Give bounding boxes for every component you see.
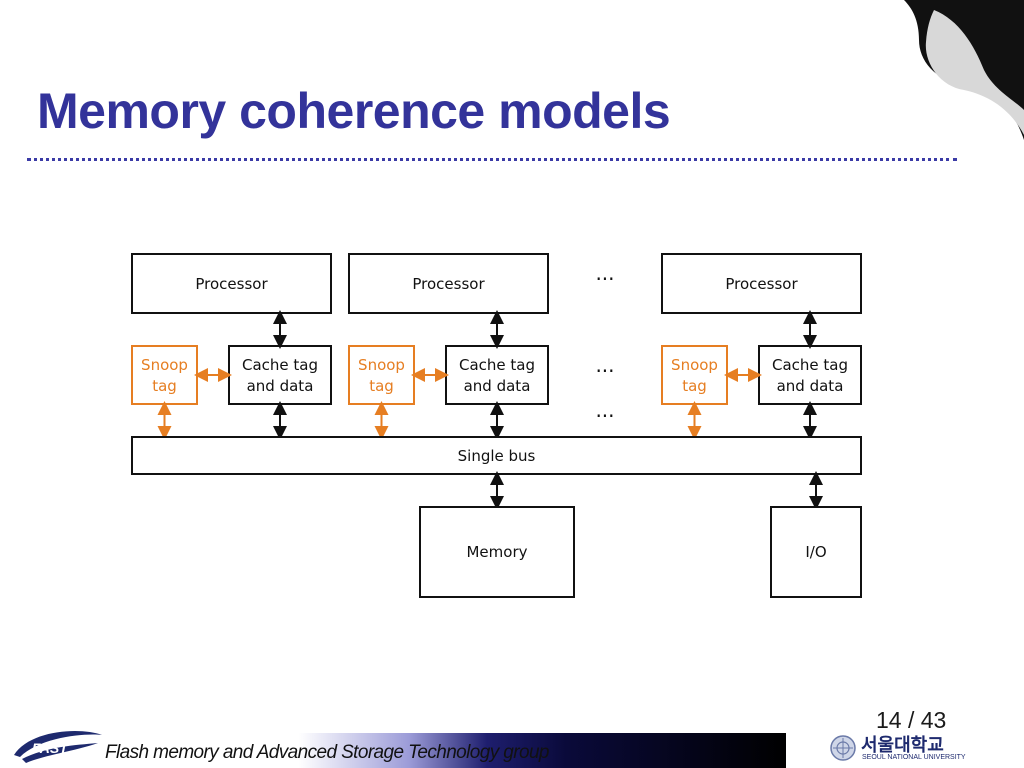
snoop-tag-label-line2: tag bbox=[682, 377, 707, 395]
snoop-tag-label-line1: Snoop bbox=[358, 356, 405, 374]
cache-label-line1: Cache tag bbox=[459, 356, 535, 374]
processor-label: Processor bbox=[725, 275, 798, 293]
processor-box bbox=[348, 253, 549, 314]
processor-box bbox=[131, 253, 332, 314]
processor-node: Processor Snoop tag Cache tag and data bbox=[661, 253, 862, 440]
group-name: Flash memory and Advanced Storage Techno… bbox=[105, 742, 549, 763]
footer-band bbox=[0, 733, 786, 768]
cache-label-line2: and data bbox=[247, 377, 314, 395]
snoop-tag-label-line1: Snoop bbox=[141, 356, 188, 374]
processor-label: Processor bbox=[412, 275, 485, 293]
university-emblem-icon bbox=[830, 735, 856, 761]
title-divider bbox=[27, 158, 957, 161]
snoop-tag-box bbox=[661, 345, 728, 405]
processor-box bbox=[661, 253, 862, 314]
processor-node: Processor Snoop tag Cache tag and data bbox=[131, 253, 332, 440]
snoop-tag-box bbox=[131, 345, 198, 405]
processor-node: Processor Snoop tag Cache tag and data bbox=[348, 253, 549, 440]
cache-box bbox=[758, 345, 862, 405]
processor-label: Processor bbox=[195, 275, 268, 293]
cache-label-line2: and data bbox=[777, 377, 844, 395]
snoop-tag-label-line2: tag bbox=[152, 377, 177, 395]
cache-label-line1: Cache tag bbox=[242, 356, 318, 374]
ellipsis-processors: ··· bbox=[595, 267, 614, 291]
memory-box bbox=[419, 506, 575, 598]
ellipsis-bus-links: ··· bbox=[595, 404, 614, 428]
snoop-tag-box bbox=[348, 345, 415, 405]
single-bus-box bbox=[131, 436, 862, 475]
slide-title: Memory coherence models bbox=[37, 83, 671, 139]
cache-label-line1: Cache tag bbox=[772, 356, 848, 374]
io-label: I/O bbox=[805, 543, 826, 561]
single-bus-label: Single bus bbox=[458, 447, 536, 465]
ellipsis-caches: ··· bbox=[595, 359, 614, 383]
page-curl-decoration bbox=[904, 0, 1024, 140]
snoop-tag-label-line1: Snoop bbox=[671, 356, 718, 374]
cache-label-line2: and data bbox=[464, 377, 531, 395]
university-name-korean: 서울대학교 bbox=[861, 735, 944, 756]
fast-logo: FAST bbox=[14, 731, 102, 763]
cache-box bbox=[445, 345, 549, 405]
memory-label: Memory bbox=[466, 543, 527, 561]
io-box bbox=[770, 506, 862, 598]
fast-logo-text: FAST bbox=[32, 740, 69, 756]
university-name-english: SEOUL NATIONAL UNIVERSITY bbox=[862, 754, 966, 761]
page-number: 14 / 43 bbox=[876, 707, 947, 733]
snoop-tag-label-line2: tag bbox=[369, 377, 394, 395]
cache-box bbox=[228, 345, 332, 405]
